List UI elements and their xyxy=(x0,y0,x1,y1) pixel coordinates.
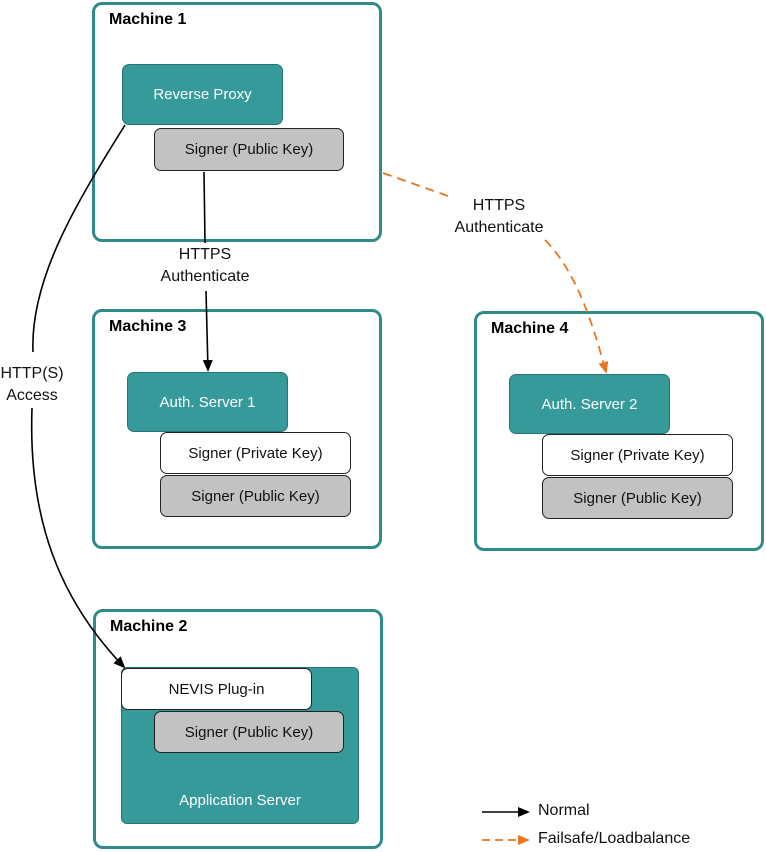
normal-auth-label-line1: HTTPS xyxy=(178,246,232,263)
failsafe-auth-label: HTTPS Authenticate xyxy=(434,195,564,239)
machine-3-title: Machine 3 xyxy=(109,318,187,335)
failsafe-line-upper xyxy=(382,172,449,197)
normal-auth-line-lower xyxy=(202,290,213,372)
legend-failsafe-label: Failsafe/Loadbalance xyxy=(538,830,691,847)
machine-1-signer-public[interactable]: Signer (Public Key) xyxy=(154,128,344,171)
auth-server-1-box[interactable]: Auth. Server 1 xyxy=(127,372,288,432)
access-label-line1: HTTP(S) xyxy=(0,365,64,382)
machine-4-title: Machine 4 xyxy=(491,320,569,337)
machine-2-title: Machine 2 xyxy=(110,618,188,635)
machine-3-signer-private[interactable]: Signer (Private Key) xyxy=(160,432,351,474)
machine-3-signer-public[interactable]: Signer (Public Key) xyxy=(160,475,351,517)
reverse-proxy-box[interactable]: Reverse Proxy xyxy=(122,64,283,125)
auth-server-2-box[interactable]: Auth. Server 2 xyxy=(509,374,670,434)
machine-4-signer-private[interactable]: Signer (Private Key) xyxy=(542,434,733,476)
normal-auth-label-line2: Authenticate xyxy=(160,268,250,285)
access-label-line2: Access xyxy=(6,387,58,404)
access-line-upper xyxy=(32,124,126,353)
normal-auth-line-upper xyxy=(203,171,206,244)
machine-4-signer-public[interactable]: Signer (Public Key) xyxy=(542,477,733,519)
legend-normal-label: Normal xyxy=(538,802,590,819)
nevis-plugin-box[interactable]: NEVIS Plug-in xyxy=(121,668,312,710)
failsafe-auth-label-line1: HTTPS xyxy=(472,197,526,214)
access-line-lower xyxy=(30,407,126,669)
application-server-label: Application Server xyxy=(179,792,301,809)
machine-2-signer-public[interactable]: Signer (Public Key) xyxy=(154,711,344,753)
normal-auth-label: HTTPS Authenticate xyxy=(140,244,270,288)
access-label: HTTP(S) Access xyxy=(0,363,64,407)
machine-1-title: Machine 1 xyxy=(109,11,187,28)
failsafe-auth-label-line2: Authenticate xyxy=(454,219,544,236)
failsafe-line-lower xyxy=(544,239,609,374)
